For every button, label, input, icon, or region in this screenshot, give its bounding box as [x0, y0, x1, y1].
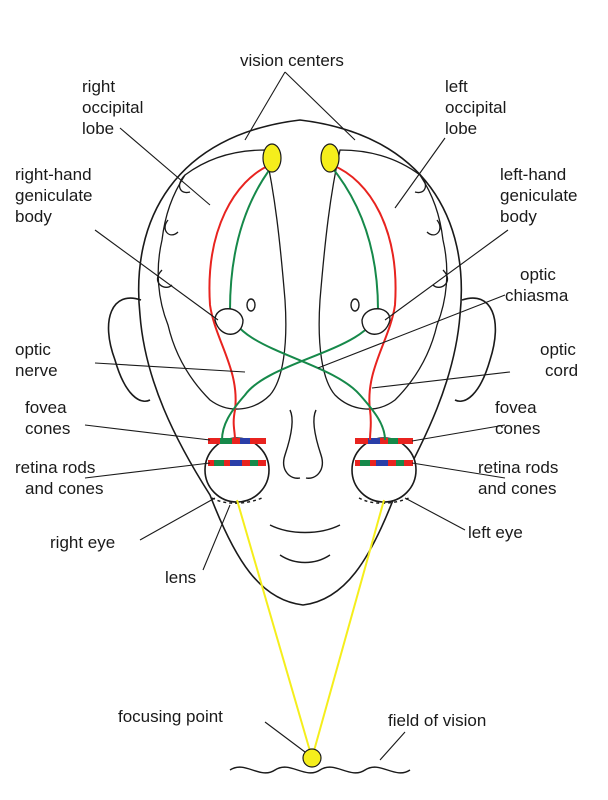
label-left-occipital-lobe: left occipital lobe: [445, 77, 511, 138]
labels: vision centers right occipital lobe left…: [15, 51, 582, 730]
label-lens: lens: [165, 568, 196, 587]
label-optic-cord: optic cord: [540, 340, 581, 380]
right-geniculate-body: [214, 298, 256, 335]
right-vision-center: [262, 143, 282, 173]
left-geniculate-body: [350, 298, 391, 335]
leader-lines: [84, 71, 511, 761]
label-right-occipital-lobe: right occipital lobe: [82, 77, 148, 138]
red-optic-pathway: [208, 164, 397, 441]
left-vision-center: [320, 143, 340, 173]
label-retina-left-side: retina rods and cones: [15, 458, 103, 498]
brain-outline: [156, 149, 449, 410]
light-rays: [236, 499, 385, 759]
label-field-of-vision: field of vision: [388, 711, 486, 730]
label-left-hand-geniculate-body: left-hand geniculate body: [500, 165, 582, 226]
label-right-eye: right eye: [50, 533, 115, 552]
left-retina-bands: [355, 438, 413, 466]
label-optic-chiasma: optic chiasma: [505, 265, 569, 305]
right-eye: [204, 437, 270, 504]
label-right-hand-geniculate-body: right-hand geniculate body: [15, 165, 97, 226]
label-left-eye: left eye: [468, 523, 523, 542]
right-retina-bands: [208, 438, 266, 466]
label-fovea-cones-left-side: fovea cones: [25, 398, 71, 438]
focusing-point-marker: [302, 748, 322, 768]
green-optic-pathway: [221, 164, 386, 441]
label-focusing-point: focusing point: [118, 707, 223, 726]
head-outline: [107, 119, 497, 606]
face-features: [269, 409, 341, 564]
label-vision-centers: vision centers: [240, 51, 344, 70]
field-of-vision-line: [229, 766, 411, 774]
left-eye: [351, 437, 417, 504]
label-optic-nerve: optic nerve: [15, 340, 58, 380]
label-fovea-cones-right-side: fovea cones: [495, 398, 541, 438]
label-retina-right-side: retina rods and cones: [478, 458, 563, 498]
